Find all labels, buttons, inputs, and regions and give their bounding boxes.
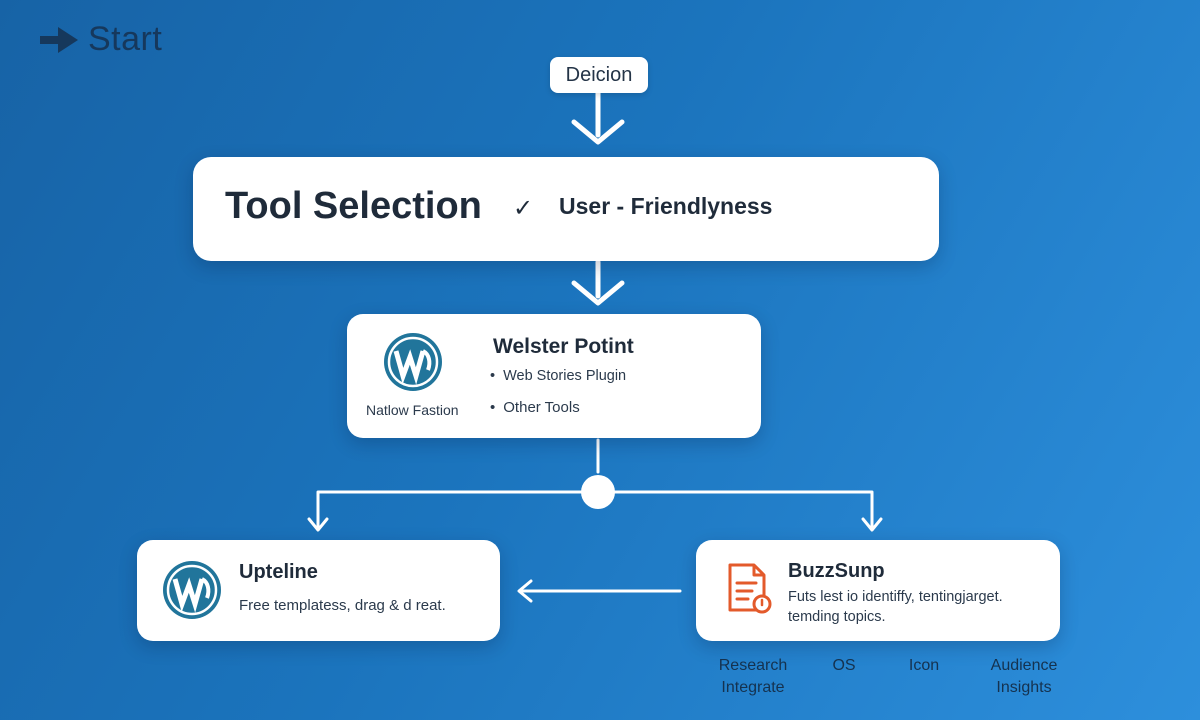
tool-selection-title: Tool Selection — [225, 185, 482, 227]
buzzsunp-description-line: temding topics. — [788, 609, 886, 625]
webster-title: Welster Potint — [493, 335, 634, 358]
tag-line: Audience — [990, 657, 1058, 674]
decision-pill[interactable]: Deicion — [550, 57, 648, 93]
tag-icon: Icon — [898, 655, 950, 677]
tag-research-integrate: Research Integrate — [707, 655, 799, 699]
start-label: Start — [88, 20, 163, 58]
webster-bullet-label: Web Stories Plugin — [503, 368, 627, 384]
start-node: Start — [40, 20, 162, 59]
buzzsunp-description: Futs lest io identiffy, tentingjarget. t… — [788, 587, 1058, 627]
webster-caption: Natlow Fastion — [366, 402, 459, 418]
bullet-dot-icon: • — [490, 368, 496, 384]
checkmark-icon: ✓ — [513, 195, 534, 222]
upteline-title: Upteline — [239, 561, 318, 583]
webster-bullet: • Other Tools — [490, 399, 580, 416]
bullet-dot-icon: • — [490, 399, 496, 416]
tag-line: Research — [718, 657, 788, 674]
arrowhead-left — [517, 579, 533, 603]
buzzsunp-card[interactable]: BuzzSunp Futs lest io identiffy, tenting… — [696, 540, 1060, 641]
arrowhead-upteline — [307, 517, 329, 532]
wordpress-logo-icon — [384, 333, 442, 391]
tool-selection-subtitle: User - Friendlyness — [559, 193, 773, 219]
upteline-description: Free templatess, drag & d reat. — [239, 597, 446, 614]
webster-bullet: • Web Stories Plugin — [490, 368, 626, 384]
tool-selection-card[interactable]: Tool Selection ✓ User - Friendlyness — [193, 157, 939, 261]
tag-audience-insights: Audience Insights — [978, 655, 1070, 699]
junction-node — [581, 475, 615, 509]
webster-bullet-label: Other Tools — [503, 399, 580, 416]
document-icon — [728, 563, 772, 614]
buzzsunp-description-line: Futs lest io identiffy, tentingjarget. — [788, 589, 1003, 605]
tag-line: Insights — [996, 679, 1052, 696]
arrow-right-icon — [40, 26, 78, 53]
tag-os: OS — [822, 655, 866, 677]
arrowhead-buzzsunp — [861, 517, 883, 532]
tag-line: Icon — [908, 657, 940, 674]
arrowhead-webster — [571, 280, 625, 306]
connector-branch-right — [612, 490, 874, 530]
upteline-card[interactable]: Upteline Free templatess, drag & d reat. — [137, 540, 500, 641]
arrowhead-tool — [571, 119, 625, 145]
webster-card[interactable]: Natlow Fastion Welster Potint • Web Stor… — [347, 314, 761, 438]
tag-line: Integrate — [721, 679, 785, 696]
connector-branch-left — [316, 490, 584, 530]
buzzsunp-title: BuzzSunp — [788, 560, 885, 582]
tag-line: OS — [832, 657, 856, 674]
wordpress-logo-icon — [163, 561, 221, 619]
